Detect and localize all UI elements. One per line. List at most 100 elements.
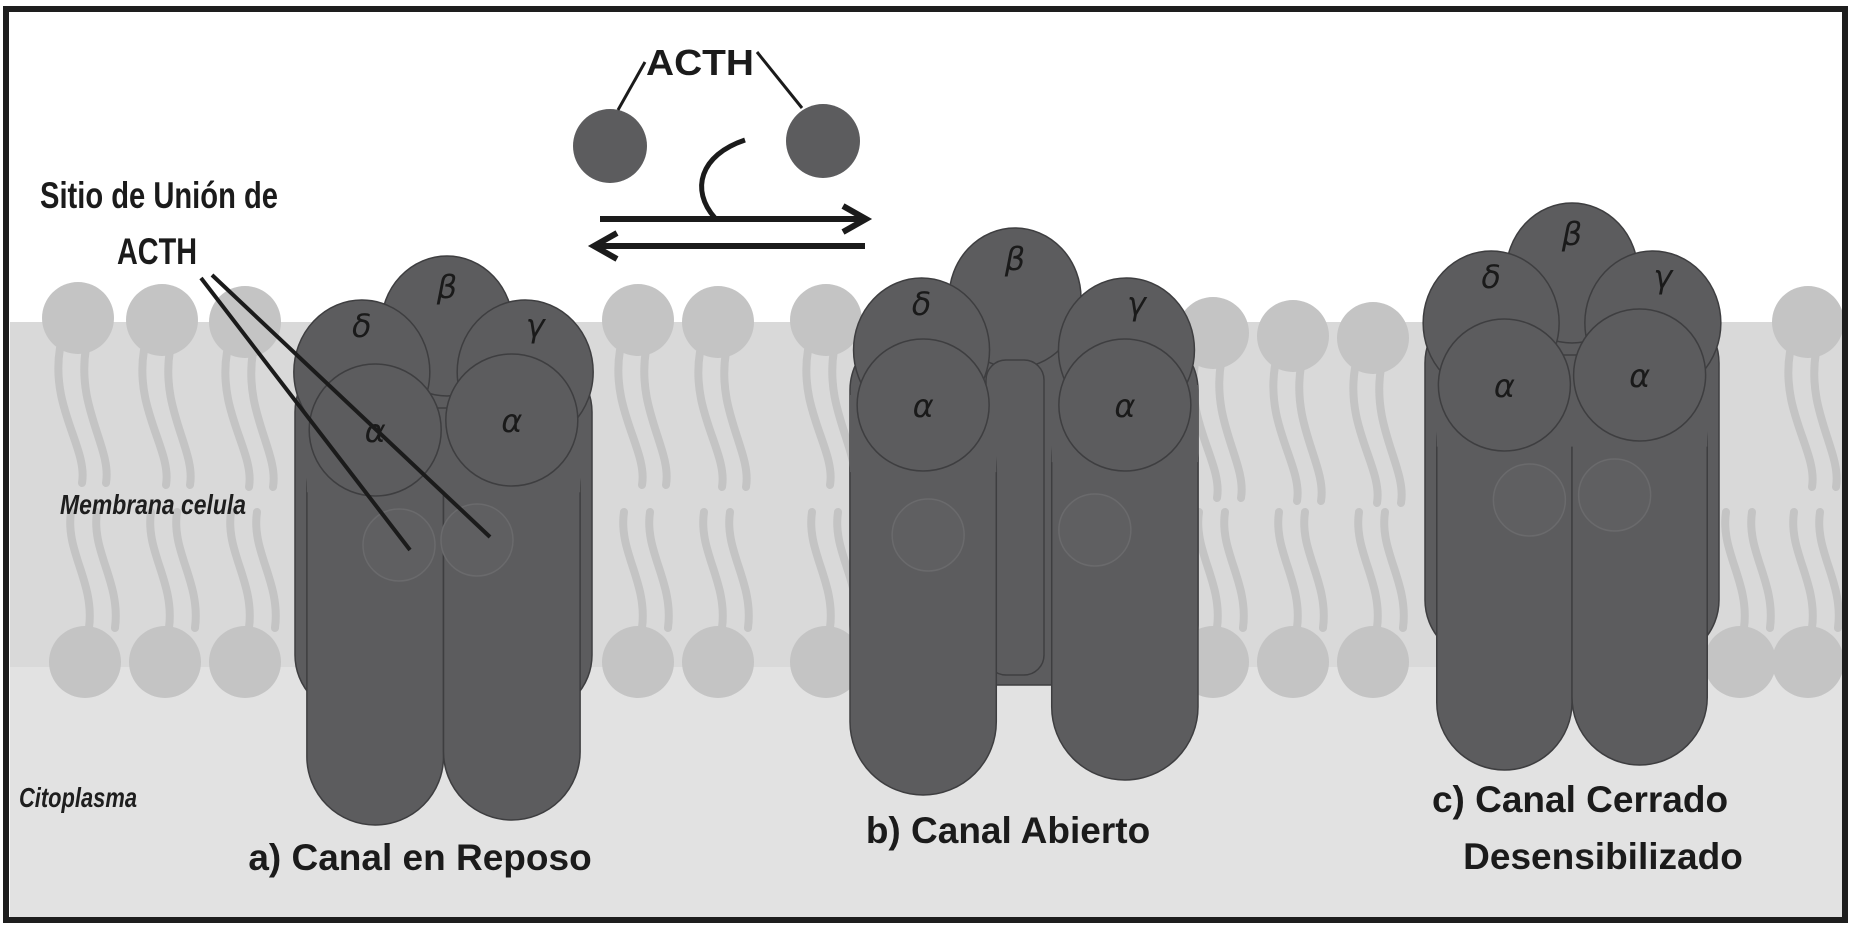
lipid-tail — [138, 346, 171, 489]
channel-caption-b: b) Canal Abierto — [866, 810, 1150, 851]
reaction-curve — [699, 137, 746, 220]
lipid-tail — [1274, 508, 1302, 632]
lipid-head — [1772, 286, 1844, 358]
subunit-alpha-right-label: α — [501, 402, 522, 440]
lipid-head — [602, 284, 674, 356]
lipid-tail — [1815, 508, 1843, 632]
lipid-tail — [247, 348, 278, 491]
channels-layer: βδγααβδγααβδγαα — [293, 202, 1722, 826]
phospholipid — [209, 508, 281, 698]
lipid-head — [790, 284, 862, 356]
acth-label: ACTH — [646, 42, 754, 83]
lipid-tail — [226, 508, 254, 632]
subunit-beta-label: β — [1004, 240, 1025, 278]
subunit-delta-label: δ — [352, 307, 372, 345]
subunit-delta-label: δ — [1481, 258, 1501, 296]
subunit-alpha-left-label: α — [913, 387, 934, 425]
lipid-tail — [645, 508, 673, 632]
phospholipid — [682, 286, 754, 491]
binding-site-pointers — [199, 273, 492, 552]
lipid-tail — [146, 508, 174, 632]
lipid-tail — [1215, 359, 1246, 502]
lipid-tail — [614, 346, 647, 489]
channel-caption-c: Desensibilizado — [1463, 836, 1743, 877]
binding-site-pointer-1 — [199, 276, 412, 552]
phospholipid — [1337, 508, 1409, 698]
lipid-tail — [640, 346, 671, 489]
phospholipid — [602, 284, 674, 489]
subunit-alpha-right — [1058, 338, 1192, 472]
lipid-head — [1772, 626, 1844, 698]
phospholipid — [790, 284, 862, 489]
subunit-alpha-left — [856, 338, 990, 472]
acth-binding-site — [440, 503, 514, 577]
acth-binding-site — [1577, 458, 1652, 532]
acth-binding-site — [1492, 463, 1567, 537]
lipid-head — [209, 626, 281, 698]
lipid-tail — [807, 508, 835, 632]
lipid-tail — [720, 348, 751, 491]
reverse-arrow — [587, 230, 865, 262]
forward-arrow — [600, 203, 873, 235]
lipid-tail — [80, 344, 111, 487]
phospholipid — [1257, 300, 1329, 505]
lipid-tail — [54, 344, 87, 487]
subunit-alpha-right — [445, 353, 579, 487]
lipid-tail — [252, 508, 280, 632]
lipid-tail — [1747, 508, 1775, 632]
lipid-head — [129, 626, 201, 698]
acth-molecule-left — [573, 109, 647, 183]
acth-binding-site — [362, 508, 436, 582]
phospholipid — [1337, 302, 1409, 507]
phospholipid — [1772, 286, 1844, 491]
lipid-tail — [1300, 508, 1328, 632]
binding-site-label-line2: ACTH — [117, 231, 197, 272]
lipid-head — [49, 626, 121, 698]
subunit-beta-label: β — [1561, 215, 1582, 253]
lipid-head — [682, 626, 754, 698]
membrane-label: Membrana celula — [60, 489, 246, 520]
lipid-tail — [725, 508, 753, 632]
lipid-tail — [1375, 364, 1406, 507]
phospholipid — [42, 282, 114, 487]
figure-frame — [3, 6, 1848, 923]
phospholipid — [49, 508, 121, 698]
lipid-tail — [1295, 362, 1326, 505]
subunit-gamma-label: γ — [526, 307, 547, 345]
lipid-tail — [221, 348, 254, 491]
acth-reaction: ACTH — [573, 42, 873, 262]
lipid-head — [209, 286, 281, 358]
lipid-tail — [1810, 348, 1841, 491]
lipid-tail — [1220, 508, 1248, 632]
lipid-tail — [1354, 508, 1382, 632]
binding-site-annotation: Sitio de Unión de ACTH — [40, 175, 278, 272]
lipid-tail — [619, 508, 647, 632]
lipid-tail — [1721, 508, 1749, 632]
acth-pointer-right — [755, 51, 804, 109]
lipid-tail — [164, 346, 195, 489]
phospholipid — [129, 508, 201, 698]
subunit-delta-label: δ — [912, 285, 932, 323]
lipid-tail — [1349, 364, 1382, 507]
acth-binding-site — [891, 498, 965, 572]
lipid-head — [42, 282, 114, 354]
phospholipid — [126, 284, 198, 489]
binding-site-pointer-2 — [210, 273, 492, 539]
lipid-tail — [694, 348, 727, 491]
lipid-head — [126, 284, 198, 356]
acth-binding-site — [1058, 493, 1132, 567]
channel-caption-c: c) Canal Cerrado — [1432, 779, 1728, 820]
phospholipid — [1257, 508, 1329, 698]
lipid-head — [1337, 302, 1409, 374]
lipid-bilayer — [42, 282, 1844, 698]
lipid-head — [790, 626, 862, 698]
lipid-tail — [699, 508, 727, 632]
lipid-tail — [66, 508, 94, 632]
phospholipid — [682, 508, 754, 698]
lipid-head — [1257, 300, 1329, 372]
cytoplasm-label: Citoplasma — [19, 782, 137, 813]
subunit-beta-label: β — [436, 268, 457, 306]
